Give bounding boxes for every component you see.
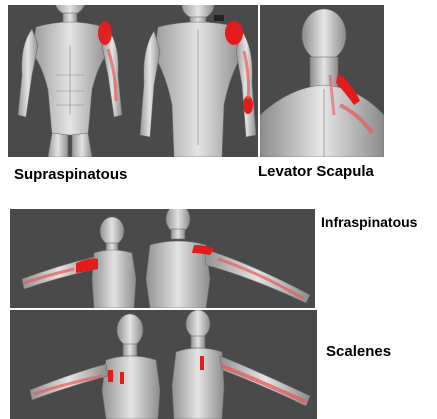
supraspinatous-label: Supraspinatous: [14, 166, 127, 183]
scalenes-image: [10, 310, 317, 419]
neck-figure: [260, 9, 384, 157]
trigger-point: [108, 370, 113, 382]
trigger-point: [120, 372, 124, 384]
levator-scapula-label: Levator Scapula: [258, 163, 374, 180]
infraspinatous-label: Infraspinatous: [321, 214, 417, 230]
front-figure: [30, 314, 160, 419]
trigger-point: [98, 21, 112, 45]
infraspinatous-image: [10, 209, 315, 308]
levator-scapula-image: [260, 5, 384, 157]
back-figure: [146, 209, 310, 308]
supraspinatous-image: [8, 5, 258, 157]
scalenes-label: Scalenes: [326, 343, 391, 360]
trigger-point: [225, 21, 243, 45]
trigger-point: [200, 356, 204, 370]
back-figure: [172, 310, 310, 419]
